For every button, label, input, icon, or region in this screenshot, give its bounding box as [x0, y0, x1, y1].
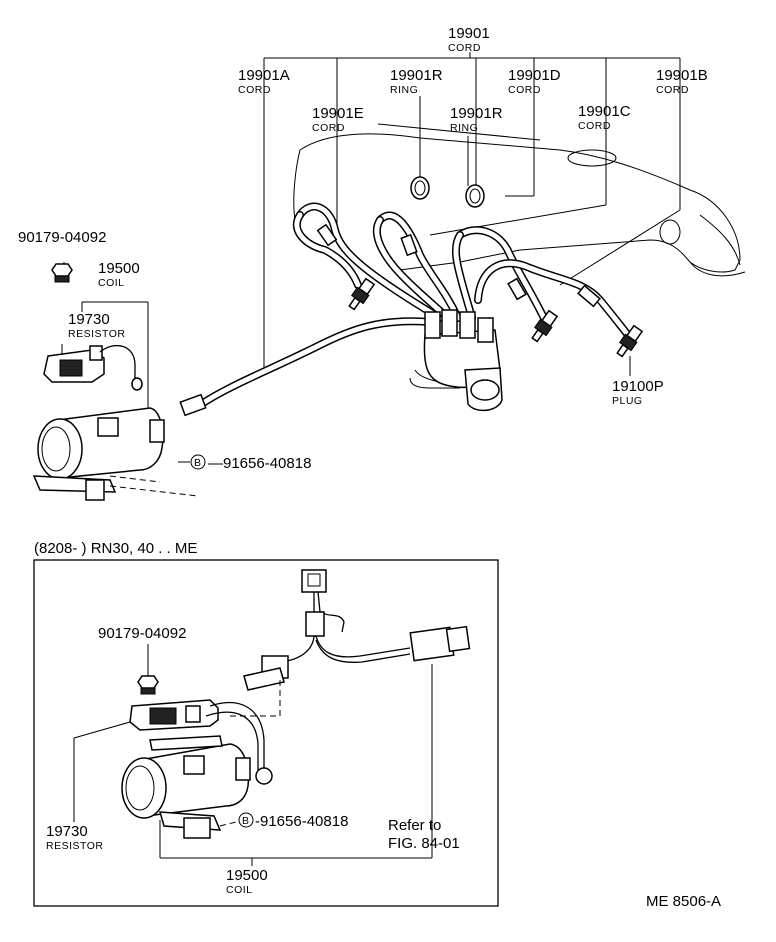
label-resistor-top-name: RESISTOR	[68, 328, 125, 340]
label-resistor-top-num: 19730	[68, 311, 110, 328]
label-coil-top-num: 19500	[98, 260, 140, 277]
inset-box: (8208- ) RN30, 40 . . ME	[33, 540, 499, 907]
inset-label-resistor-name: RESISTOR	[46, 840, 103, 852]
inset-refer-line1: Refer to	[388, 817, 441, 834]
spark-plug-19100P	[616, 324, 644, 358]
bolt-marker-inset	[238, 812, 254, 828]
label-nut-top: 90179-04092	[18, 229, 106, 246]
label-19901R-2-num: 19901R	[450, 105, 503, 122]
coil-top	[32, 407, 199, 501]
ring-left	[410, 176, 430, 200]
label-19901R-1-num: 19901R	[390, 67, 443, 84]
bolt-marker-top	[190, 454, 206, 470]
spark-plugs	[348, 277, 644, 358]
spark-plug-cords	[196, 202, 632, 409]
label-19901D-name: CORD	[508, 84, 541, 96]
label-19901E-num: 19901E	[312, 105, 364, 122]
label-19901B-name: CORD	[656, 84, 689, 96]
label-19901B-num: 19901B	[656, 67, 708, 84]
label-19901R-1-name: RING	[390, 84, 418, 96]
label-19901-name: CORD	[448, 42, 481, 54]
resistor-top	[43, 344, 143, 391]
label-19901A-name: CORD	[238, 84, 271, 96]
label-plug-num: 19100P	[612, 378, 664, 395]
footer-code: ME 8506-A	[646, 893, 721, 910]
label-bolt-top: —91656-40818	[208, 455, 311, 472]
bolt-marker-inset-letter: B	[242, 815, 250, 827]
distributor	[423, 309, 503, 412]
label-plug-name: PLUG	[612, 395, 643, 407]
inset-label-coil-num: 19500	[226, 867, 268, 884]
label-19901A-num: 19901A	[238, 67, 290, 84]
label-19901E-name: CORD	[312, 122, 345, 134]
inset-label-coil-name: COIL	[226, 884, 253, 896]
label-19901-num: 19901	[448, 25, 490, 42]
inset-label-nut: 90179-04092	[98, 625, 186, 642]
inset-label-resistor-num: 19730	[46, 823, 88, 840]
cord-leader-lines	[263, 52, 681, 372]
inset-refer-line2: FIG. 84-01	[388, 835, 460, 852]
cord-boots	[179, 223, 601, 417]
bolt-marker-top-letter: B	[194, 457, 202, 469]
label-coil-top-name: COIL	[98, 277, 125, 289]
ring-right	[465, 184, 485, 208]
label-19901C-name: CORD	[578, 120, 611, 132]
top-labels: 19901 CORD 19901A CORD 19901R RING 19901…	[18, 25, 708, 472]
inset-heading: (8208- ) RN30, 40 . . ME	[34, 540, 197, 557]
label-19901D-num: 19901D	[508, 67, 561, 84]
inset-label-bolt: -91656-40818	[255, 813, 348, 830]
label-19901R-2-name: RING	[450, 122, 478, 134]
label-19901C-num: 19901C	[578, 103, 631, 120]
nut-top	[51, 263, 73, 283]
